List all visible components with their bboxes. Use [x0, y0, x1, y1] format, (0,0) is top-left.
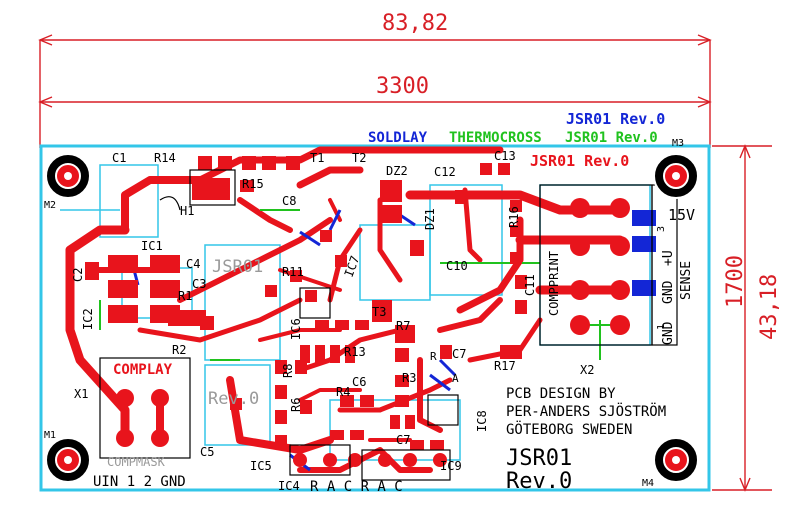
label-rev-red: JSR01 Rev.0	[530, 152, 629, 170]
label-ic9: IC9	[440, 459, 462, 473]
label-r2: R2	[172, 343, 186, 357]
label-m1: M1	[44, 430, 56, 441]
dim-width-mm: 83,82	[382, 11, 448, 36]
label-c3: C3	[192, 277, 206, 291]
label-input-pins: UIN 1 2 GND	[93, 474, 186, 490]
label-x2: X2	[580, 363, 594, 377]
label-r17: R17	[494, 359, 516, 373]
dimension-lines	[38, 34, 772, 492]
label-c7b: C7	[396, 433, 410, 447]
label-ic1: IC1	[141, 239, 163, 253]
silkscreen	[99, 169, 678, 481]
label-thermocross: THERMOCROSS	[449, 130, 542, 146]
label-gnd-right2: GND	[661, 321, 676, 345]
label-r3: R3	[402, 371, 416, 385]
label-c10: C10	[446, 259, 468, 273]
board-outline	[39, 144, 711, 492]
label-m2: M2	[44, 200, 56, 211]
label-a-small: A	[452, 372, 459, 385]
component-labels: C1 R14 T1 T2 DZ2 C12 C13 R15 H1 C8 DZ1 R…	[71, 149, 594, 493]
label-rev-green: JSR01 Rev.0	[565, 130, 658, 146]
copper-pads	[85, 156, 527, 450]
label-r7: R7	[396, 319, 410, 333]
label-rac-pins: R A C R A C	[310, 479, 403, 495]
credit-line1: PCB DESIGN BY	[506, 386, 616, 402]
label-rev-grey2: Rev.0	[208, 389, 259, 409]
label-soldlay: SOLDLAY	[368, 130, 428, 146]
credit-title: JSR01	[506, 446, 572, 471]
label-r-small: R	[430, 350, 437, 363]
connector-blue-pads	[632, 210, 656, 296]
label-r14: R14	[154, 151, 176, 165]
label-rev-grey: JSR01	[212, 257, 263, 277]
credit-line2: PER-ANDERS SJÖSTRÖM	[506, 402, 666, 420]
through-hole-pads	[116, 198, 630, 467]
label-c12: C12	[434, 165, 456, 179]
label-c1: C1	[112, 151, 126, 165]
credit-line3: GÖTEBORG SWEDEN	[506, 420, 632, 438]
label-m4: M4	[642, 478, 654, 489]
label-r13: R13	[344, 345, 366, 359]
label-complay: COMPLAY	[113, 362, 173, 378]
label-r15: R15	[242, 177, 264, 191]
label-ic7: IC7	[342, 254, 363, 279]
mounting-holes	[45, 153, 699, 483]
label-ic6: IC6	[289, 318, 303, 340]
label-compmask: COMPMASK	[107, 455, 166, 469]
label-r11: R11	[282, 265, 304, 279]
label-dz1: DZ1	[423, 208, 437, 230]
label-ic8: IC8	[475, 410, 489, 432]
label-dz2: DZ2	[386, 164, 408, 178]
credit-rev: Rev.0	[506, 469, 572, 494]
label-c13: C13	[494, 149, 516, 163]
dim-height-mm: 43,18	[757, 274, 782, 340]
label-compprint: COMPPRINT	[547, 251, 561, 316]
label-t2: T2	[352, 151, 366, 165]
label-r16: R16	[507, 206, 521, 228]
label-pin1: 1	[656, 324, 667, 330]
label-x1: X1	[74, 387, 88, 401]
label-c8: C8	[282, 194, 296, 208]
label-r8: R8	[281, 364, 295, 378]
label-c2: C2	[71, 268, 85, 282]
label-15v: 15V	[668, 206, 695, 224]
label-sense: SENSE	[679, 261, 694, 300]
label-c7a: C7	[452, 347, 466, 361]
label-gnd-right: GND	[661, 280, 676, 304]
dim-height-mils: 1700	[723, 255, 748, 308]
label-ic2: IC2	[81, 308, 95, 330]
label-t1: T1	[310, 151, 324, 165]
label-pin3: 3	[656, 226, 667, 232]
label-c11: C11	[523, 274, 537, 296]
label-rev-blue: JSR01 Rev.0	[566, 110, 665, 128]
label-t3: T3	[372, 305, 386, 319]
label-u-plus: +U	[661, 250, 676, 266]
label-c5: C5	[200, 445, 214, 459]
label-c6: C6	[352, 375, 366, 389]
label-r1: R1	[178, 289, 192, 303]
label-ic5: IC5	[250, 459, 272, 473]
label-r4: R4	[336, 385, 350, 399]
label-ic4: IC4	[278, 479, 300, 493]
label-c4: C4	[186, 257, 200, 271]
label-m3: M3	[672, 138, 684, 149]
label-h1: H1	[180, 204, 194, 218]
dim-width-mils: 3300	[376, 74, 429, 99]
label-r6: R6	[289, 398, 303, 412]
